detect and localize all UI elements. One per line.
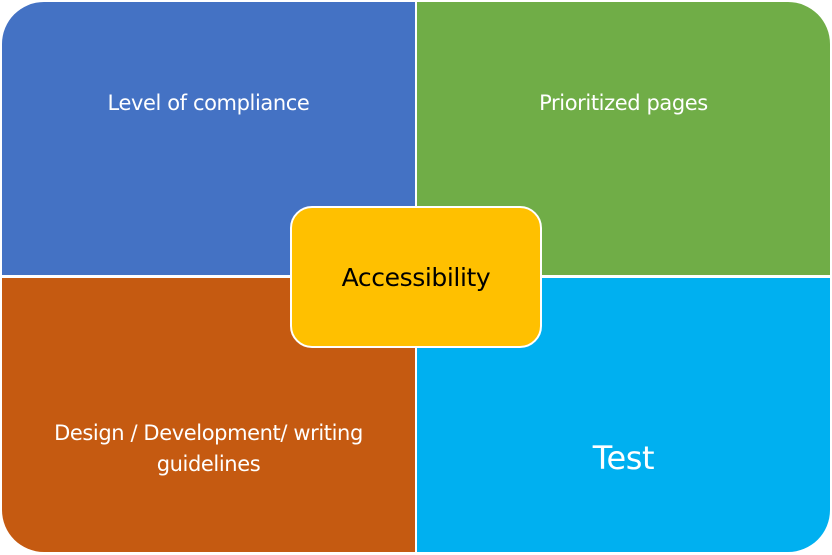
quadrant-label: Test xyxy=(592,439,655,477)
quadrant-guidelines: Design / Development/ writing guidelines xyxy=(2,278,415,552)
quadrant-label: Prioritized pages xyxy=(539,91,708,115)
quadrant-label: Design / Development/ writing guidelines xyxy=(54,421,363,476)
center-label: Accessibility xyxy=(341,262,491,292)
center-node-accessibility: Accessibility xyxy=(290,206,542,348)
quadrant-label: Level of compliance xyxy=(107,91,310,115)
quadrant-level-of-compliance: Level of compliance xyxy=(2,2,415,275)
